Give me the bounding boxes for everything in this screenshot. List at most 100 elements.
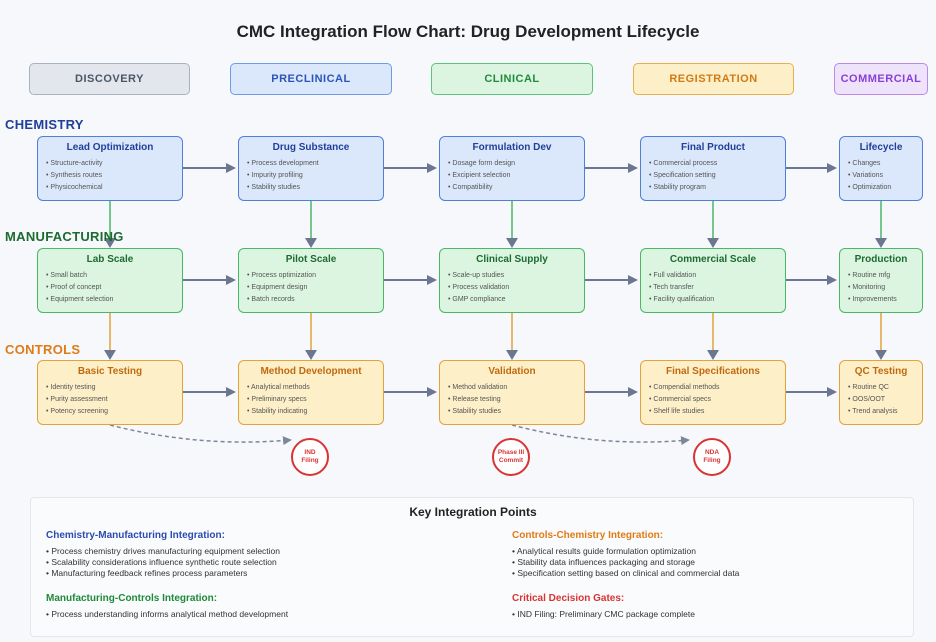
gate-label-line2: Commit bbox=[498, 457, 524, 464]
node-item: Stability studies bbox=[448, 406, 576, 418]
node-item: Stability studies bbox=[247, 182, 375, 194]
section-item: Specification setting based on clinical … bbox=[512, 568, 739, 579]
phase-registration: REGISTRATION bbox=[633, 63, 794, 95]
horizontal-flow-arrows bbox=[183, 163, 837, 397]
node-item: Stability indicating bbox=[247, 406, 375, 418]
node-item: Monitoring bbox=[848, 282, 914, 294]
node-item: Process optimization bbox=[247, 270, 375, 282]
node-item: Tech transfer bbox=[649, 282, 777, 294]
node-item: Dosage form design bbox=[448, 158, 576, 170]
node-title: Clinical Supply bbox=[476, 254, 548, 265]
node-title: Lab Scale bbox=[86, 254, 134, 265]
phase-preclinical: PRECLINICAL bbox=[230, 63, 392, 95]
ctl-chem-section: Controls-Chemistry Integration: Analytic… bbox=[512, 530, 739, 579]
node-item: Compatibility bbox=[448, 182, 576, 194]
node-item: Facility qualification bbox=[649, 294, 777, 306]
node-title: Basic Testing bbox=[77, 366, 143, 377]
node-title: Lifecycle bbox=[859, 142, 903, 153]
node-item: Potency screening bbox=[46, 406, 174, 418]
phase-discovery: DISCOVERY bbox=[29, 63, 190, 95]
node-item: Process development bbox=[247, 158, 375, 170]
chem-mfg-arrowheads bbox=[104, 238, 887, 248]
chem-mfg-connectors bbox=[109, 201, 882, 238]
node-item: Commercial specs bbox=[649, 394, 777, 406]
node-title: Method Development bbox=[260, 366, 362, 377]
node-title: Validation bbox=[488, 366, 536, 377]
node-item: Optimization bbox=[848, 182, 914, 194]
section-heading: Controls-Chemistry Integration: bbox=[512, 530, 664, 541]
node-item: Commercial process bbox=[649, 158, 777, 170]
node-item: Trend analysis bbox=[848, 406, 914, 418]
section-item: Process chemistry drives manufacturing e… bbox=[46, 546, 280, 557]
node-lead-optimization: Lead Optimization Structure-activity Syn… bbox=[37, 136, 183, 201]
node-commercial-scale: Commercial Scale Full validation Tech tr… bbox=[640, 248, 786, 313]
node-item: OOS/OOT bbox=[848, 394, 914, 406]
node-final-specifications: Final Specifications Compendial methods … bbox=[640, 360, 786, 425]
node-item: Specification setting bbox=[649, 170, 777, 182]
node-final-product: Final Product Commercial process Specifi… bbox=[640, 136, 786, 201]
node-lab-scale: Lab Scale Small batch Proof of concept E… bbox=[37, 248, 183, 313]
node-pilot-scale: Pilot Scale Process optimization Equipme… bbox=[238, 248, 384, 313]
node-item: Stability program bbox=[649, 182, 777, 194]
node-item: Variations bbox=[848, 170, 914, 182]
row-label-controls: CONTROLS bbox=[5, 342, 81, 357]
node-title: Lead Optimization bbox=[66, 142, 154, 153]
node-method-development: Method Development Analytical methods Pr… bbox=[238, 360, 384, 425]
node-title: Pilot Scale bbox=[285, 254, 337, 265]
section-item: Analytical results guide formulation opt… bbox=[512, 546, 739, 557]
node-item: Routine QC bbox=[848, 382, 914, 394]
mfg-ctl-connectors bbox=[109, 313, 882, 350]
phase-commercial: COMMERCIAL bbox=[834, 63, 928, 95]
node-item: Physicochemical bbox=[46, 182, 174, 194]
node-item: Full validation bbox=[649, 270, 777, 282]
node-title: Formulation Dev bbox=[472, 142, 552, 153]
mfg-ctl-arrowheads bbox=[104, 350, 887, 360]
gate-label-line1: IND bbox=[304, 449, 316, 456]
node-item: Routine mfg bbox=[848, 270, 914, 282]
node-item: Release testing bbox=[448, 394, 576, 406]
node-item: Small batch bbox=[46, 270, 174, 282]
node-drug-substance: Drug Substance Process development Impur… bbox=[238, 136, 384, 201]
row-label-manufacturing: MANUFACTURING bbox=[5, 229, 124, 244]
node-item: Scale-up studies bbox=[448, 270, 576, 282]
node-clinical-supply: Clinical Supply Scale-up studies Process… bbox=[439, 248, 585, 313]
node-qc-testing: QC Testing Routine QC OOS/OOT Trend anal… bbox=[839, 360, 923, 425]
mfg-ctl-section: Manufacturing-Controls Integration: Proc… bbox=[46, 593, 288, 620]
gate-label-line1: NDA bbox=[704, 449, 720, 456]
node-item: Process validation bbox=[448, 282, 576, 294]
node-item: Structure-activity bbox=[46, 158, 174, 170]
node-basic-testing: Basic Testing Identity testing Purity as… bbox=[37, 360, 183, 425]
section-item: Scalability considerations influence syn… bbox=[46, 557, 280, 568]
row-label-chemistry: CHEMISTRY bbox=[5, 117, 84, 132]
node-item: GMP compliance bbox=[448, 294, 576, 306]
node-item: Compendial methods bbox=[649, 382, 777, 394]
section-item: IND Filing: Preliminary CMC package comp… bbox=[512, 609, 695, 620]
section-item: Stability data influences packaging and … bbox=[512, 557, 739, 568]
gate-label-line2: Filing bbox=[703, 457, 721, 464]
node-item: Impurity profiling bbox=[247, 170, 375, 182]
node-formulation-dev: Formulation Dev Dosage form design Excip… bbox=[439, 136, 585, 201]
gate-label-line2: Filing bbox=[301, 457, 319, 464]
gate-dashed-curves bbox=[109, 424, 690, 446]
section-heading: Manufacturing-Controls Integration: bbox=[46, 593, 218, 604]
node-title: Production bbox=[854, 254, 908, 265]
node-title: Drug Substance bbox=[272, 142, 350, 153]
node-lifecycle: Lifecycle Changes Variations Optimizatio… bbox=[839, 136, 923, 201]
decision-gates-section: Critical Decision Gates: IND Filing: Pre… bbox=[512, 593, 695, 620]
key-integration-panel: Key Integration Points Chemistry-Manufac… bbox=[30, 497, 914, 637]
node-item: Changes bbox=[848, 158, 914, 170]
node-title: Commercial Scale bbox=[669, 254, 757, 265]
node-production: Production Routine mfg Monitoring Improv… bbox=[839, 248, 923, 313]
node-item: Excipient selection bbox=[448, 170, 576, 182]
chem-mfg-section: Chemistry-Manufacturing Integration: Pro… bbox=[46, 530, 280, 579]
node-item: Analytical methods bbox=[247, 382, 375, 394]
node-item: Proof of concept bbox=[46, 282, 174, 294]
gate-nda-filing: NDA Filing bbox=[693, 438, 731, 476]
node-item: Purity assessment bbox=[46, 394, 174, 406]
gate-label-line1: Phase III bbox=[497, 449, 525, 456]
section-item: Manufacturing feedback refines process p… bbox=[46, 568, 280, 579]
node-item: Improvements bbox=[848, 294, 914, 306]
node-title: Final Product bbox=[681, 142, 745, 153]
node-item: Identity testing bbox=[46, 382, 174, 394]
